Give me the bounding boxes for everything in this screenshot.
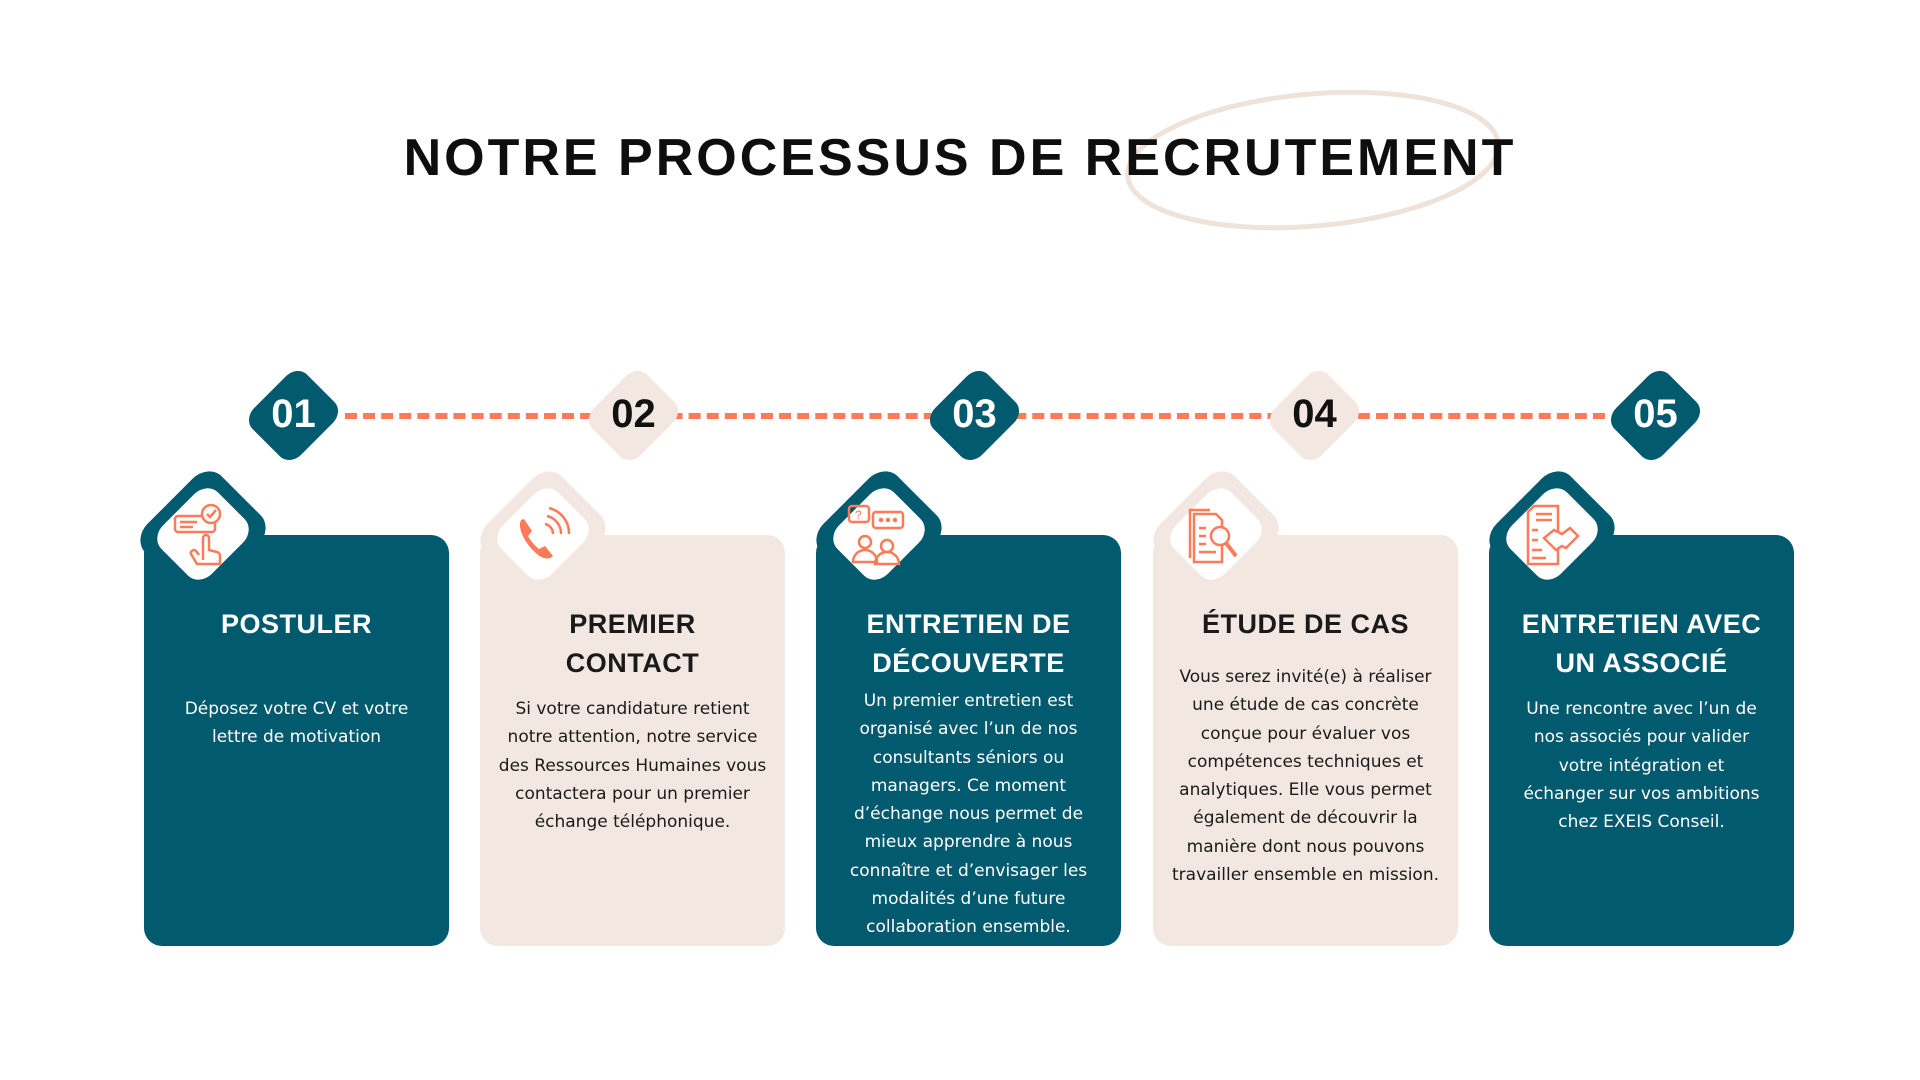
step-number: 05 <box>1633 392 1678 436</box>
step-title: POSTULER <box>220 609 372 639</box>
step-number-badge-4: 04 <box>1259 360 1370 471</box>
step-card-4: ÉTUDE DE CAS Vous serez invité(e) à réal… <box>1153 535 1458 946</box>
step-icon-badge-4 <box>1131 449 1301 619</box>
svg-text:?: ? <box>855 508 862 522</box>
step-number: 02 <box>611 392 656 436</box>
step-card-1: POSTULER Déposez votre CV et votre lettr… <box>144 535 449 946</box>
step-title: ENTRETIEN DE DÉCOUVERTE <box>866 609 1071 678</box>
step-number-badge-1: 01 <box>238 360 349 471</box>
step-icon-badge-1 <box>118 449 288 619</box>
step-number-badge-3: 03 <box>919 360 1030 471</box>
step-title: ENTRETIEN AVEC UN ASSOCIÉ <box>1521 609 1762 678</box>
decorative-ellipse <box>1125 89 1501 231</box>
step-number-badge-5: 05 <box>1600 360 1711 471</box>
page-title: NOTRE PROCESSUS DE RECRUTEMENT <box>403 129 1517 187</box>
step-number: 03 <box>952 392 997 436</box>
step-card-5: ENTRETIEN AVEC UN ASSOCIÉ Une rencontre … <box>1489 535 1794 946</box>
step-card-3: ENTRETIEN DE DÉCOUVERTE Un premier entre… <box>816 535 1121 946</box>
step-description: Vous serez invité(e) à réaliser une étud… <box>1172 667 1439 886</box>
step-number: 01 <box>271 392 316 436</box>
application-checkmark-hand-icon <box>173 503 222 566</box>
step-icon-badge-5 <box>1467 449 1637 619</box>
phone-ringing-icon <box>519 506 571 559</box>
document-search-icon <box>1188 508 1238 564</box>
step-description: Déposez votre CV et votre lettre de moti… <box>184 699 409 748</box>
step-icon-badge-2 <box>458 449 628 619</box>
step-card-2: PREMIER CONTACT Si votre candidature ret… <box>480 535 785 946</box>
step-description: Une rencontre avec l’un de nos associés … <box>1523 699 1760 833</box>
step-number: 04 <box>1292 392 1337 436</box>
step-number-badge-2: 02 <box>578 360 689 471</box>
step-title: ÉTUDE DE CAS <box>1201 609 1410 639</box>
contract-handshake-icon <box>1526 504 1580 566</box>
step-description: Un premier entretien est organisé avec l… <box>849 691 1088 938</box>
step-description: Si votre candidature retient notre atten… <box>498 699 767 833</box>
step-icon-badge-3: ? <box>794 449 964 619</box>
step-title: PREMIER CONTACT <box>565 609 700 678</box>
people-conversation-icon: ? <box>847 504 905 566</box>
